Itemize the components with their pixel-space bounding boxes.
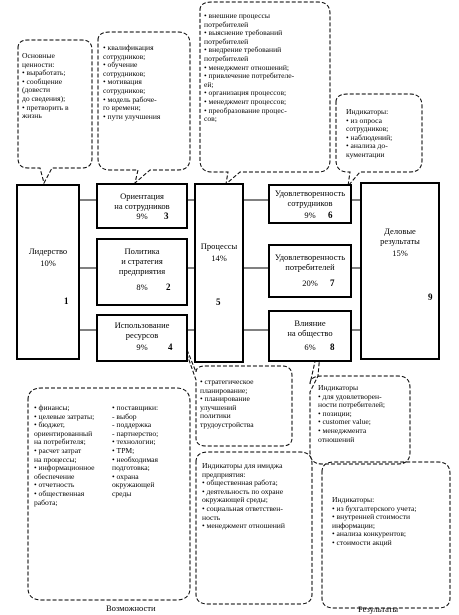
callout-indicators-staff	[335, 93, 423, 188]
callout-processes	[199, 1, 331, 186]
box-staff-satisfaction-pct: 9%	[304, 210, 316, 220]
note-image-indicators: Индикаторы для имиджа предприятия: • общ…	[202, 461, 285, 531]
box-policy: Политика и стратегия предприятия 8% 2	[96, 238, 188, 306]
callout-image-indicators	[195, 451, 313, 605]
box-society-title: Влияние на общество	[287, 318, 333, 338]
note-resources-right: • поставщики: - выбор - поддержка - парт…	[112, 403, 159, 498]
note-values: Основные ценности: • выработать; • сообщ…	[22, 51, 69, 121]
box-policy-pct: 8%	[136, 282, 148, 292]
box-orientation-title: Ориентация на сотрудников	[114, 191, 170, 211]
box-leadership-num: 1	[64, 296, 69, 306]
box-staff-satisfaction-title: Удовлетворенность сотрудников	[274, 188, 346, 208]
box-business-results: Деловые результаты 15% 9	[360, 182, 440, 360]
callout-staff	[97, 31, 191, 185]
box-processes: Процессы 14% 5	[194, 183, 244, 363]
box-leadership-title: Лидерство	[28, 246, 68, 256]
box-business-results-title: Деловые результаты	[380, 226, 420, 246]
box-business-results-pct: 15%	[392, 248, 408, 258]
note-business-indicators: Индикаторы: • из бухгалтерского учета; •…	[332, 495, 417, 547]
box-leadership: Лидерство 10% 1	[16, 184, 80, 360]
box-policy-title: Политика и стратегия предприятия	[118, 246, 166, 276]
box-orientation-pct: 9%	[136, 211, 148, 221]
box-business-results-num: 9	[428, 292, 433, 302]
box-staff-satisfaction-num: 6	[328, 210, 333, 220]
callout-business-indicators	[321, 461, 451, 609]
box-processes-pct: 14%	[211, 253, 227, 263]
box-processes-title: Процессы	[200, 241, 238, 251]
callout-strategy	[174, 319, 293, 447]
caption-results: Результаты	[358, 604, 399, 614]
caption-opportunities: Возможности	[106, 603, 156, 613]
callout-values	[17, 39, 93, 185]
note-indicators-staff: Индикаторы: • из опроса сотрудников; • н…	[346, 107, 393, 159]
box-resources-title: Использование ресурсов	[114, 320, 170, 340]
callout-resources	[27, 387, 191, 601]
box-society-num: 8	[330, 342, 335, 352]
box-resources-num: 4	[168, 342, 173, 352]
box-consumer-satisfaction: Удовлетворенность потребителей 20% 7	[268, 244, 352, 298]
box-society: Влияние на общество 6% 8	[268, 310, 352, 362]
box-orientation-num: 3	[164, 211, 169, 221]
box-orientation: Ориентация на сотрудников 9% 3	[96, 183, 188, 229]
note-processes: • внешние процессы потребителей • выясне…	[204, 11, 295, 124]
box-consumer-satisfaction-num: 7	[330, 278, 335, 288]
note-staff: • квалификация сотрудников; • обучение с…	[103, 43, 161, 121]
box-policy-num: 2	[166, 282, 171, 292]
note-resources-left: • финансы; • целевые затраты; • бюджет, …	[34, 403, 95, 507]
box-staff-satisfaction: Удовлетворенность сотрудников 9% 6	[268, 184, 352, 224]
box-consumer-satisfaction-title: Удовлетворенность потребителей	[274, 252, 346, 272]
box-processes-num: 5	[216, 297, 221, 307]
note-indicators-consumers: Индикаторы • для удовлетворен- ности пот…	[318, 383, 385, 444]
box-leadership-pct: 10%	[40, 258, 56, 268]
note-strategy: • стратегическое планирование; • планиро…	[200, 377, 254, 429]
box-resources-pct: 9%	[136, 342, 148, 352]
callout-indicators-consumers	[309, 329, 411, 465]
box-resources: Использование ресурсов 9% 4	[96, 314, 188, 362]
box-society-pct: 6%	[304, 342, 316, 352]
box-consumer-satisfaction-pct: 20%	[302, 278, 318, 288]
